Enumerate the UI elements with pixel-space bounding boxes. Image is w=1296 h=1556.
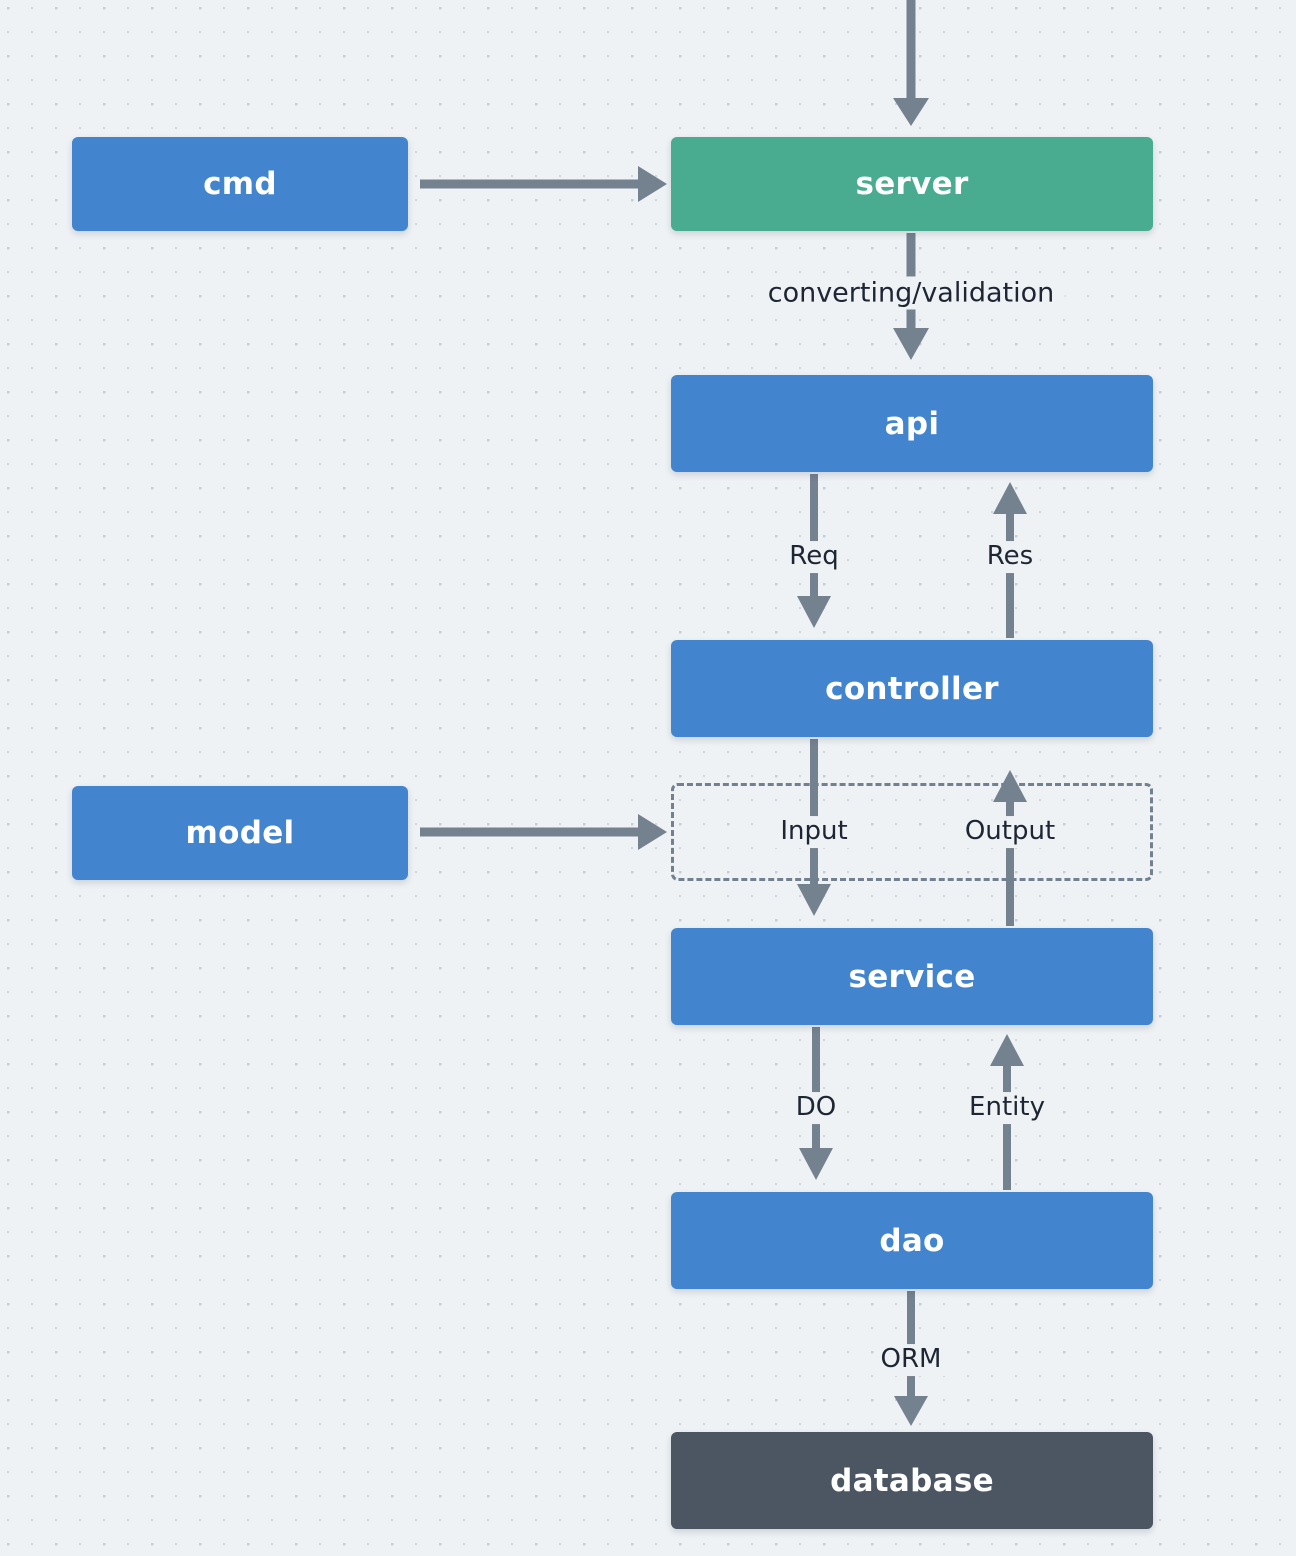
edge-entry-to-server: [893, 0, 929, 126]
edge-label-req: Req: [782, 541, 846, 573]
edge-label-converting-validation: converting/validation: [757, 276, 1065, 310]
node-cmd-label: cmd: [203, 166, 277, 202]
edge-label-entity: Entity: [962, 1092, 1052, 1124]
edge-label-res: Res: [979, 541, 1041, 573]
node-dao[interactable]: dao: [671, 1192, 1153, 1289]
model-mapping-group-box: [671, 783, 1153, 881]
node-service[interactable]: service: [671, 928, 1153, 1025]
node-controller[interactable]: controller: [671, 640, 1153, 737]
node-controller-label: controller: [825, 670, 999, 707]
node-model-label: model: [185, 815, 295, 851]
node-dao-label: dao: [879, 1222, 945, 1259]
node-model[interactable]: model: [72, 786, 408, 880]
edge-label-output: Output: [957, 816, 1063, 848]
node-database-label: database: [830, 1462, 994, 1499]
edge-label-input: Input: [773, 816, 855, 848]
node-api-label: api: [884, 405, 940, 442]
edge-label-do: DO: [788, 1092, 844, 1124]
node-cmd[interactable]: cmd: [72, 137, 408, 231]
node-service-label: service: [848, 958, 976, 995]
edge-cmd-to-server: [420, 166, 667, 202]
edge-model-to-group: [420, 814, 667, 850]
node-api[interactable]: api: [671, 375, 1153, 472]
node-server-label: server: [855, 166, 969, 202]
node-server[interactable]: server: [671, 137, 1153, 231]
node-database[interactable]: database: [671, 1432, 1153, 1529]
edge-label-orm: ORM: [873, 1344, 949, 1376]
